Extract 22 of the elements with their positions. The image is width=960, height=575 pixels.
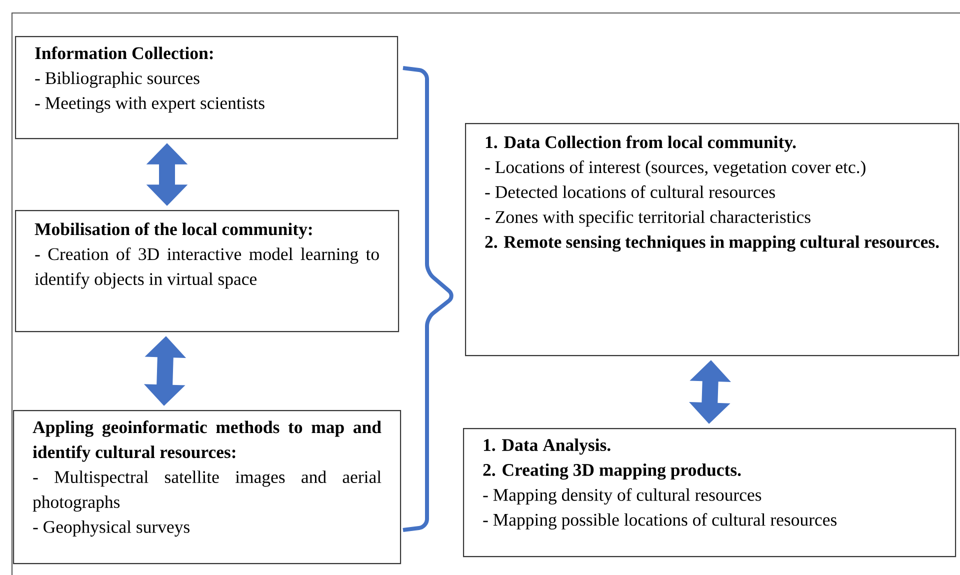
list-item: - Zones with specific territorial characteristics [485, 210, 810, 227]
box-heading: Mobilisation of the local community: [34, 222, 312, 239]
list-item: - Meetings with expert scientists [35, 96, 264, 113]
box-heading: Appling geoinformatic methods to map and identify cultural resources: [32, 420, 382, 462]
list-item: - Geophysical surveys [33, 520, 190, 537]
process-box [15, 36, 398, 140]
list-item: - Bibliographic sources [35, 72, 200, 88]
box-heading: 1. Data Collection from local community. [486, 136, 796, 152]
process-box [15, 210, 400, 332]
box-heading: 1. Data Analysis. [484, 438, 610, 455]
box-heading: 2. Remote sensing techniques in mapping cultural resources. [485, 235, 939, 252]
process-box [13, 410, 402, 564]
box-heading: Information Collection: [35, 46, 213, 60]
list-item: - Mapping density of cultural resources [483, 488, 762, 505]
list-item: - Detected locations of cultural resources [485, 185, 775, 198]
process-box [463, 428, 956, 558]
list-item: - Locations of interest (sources, vegetation cover etc.) [485, 160, 866, 177]
list-item: - Creation of 3D interactive model learning to identify objects in virtual space [34, 247, 379, 289]
list-item: - Multispectral satellite images and aerial photographs [32, 470, 382, 512]
list-item: - Mapping possible locations of cultural resources [483, 513, 836, 530]
process-box [465, 123, 960, 356]
box-heading: 2. Creating 3D mapping products. [483, 463, 741, 480]
